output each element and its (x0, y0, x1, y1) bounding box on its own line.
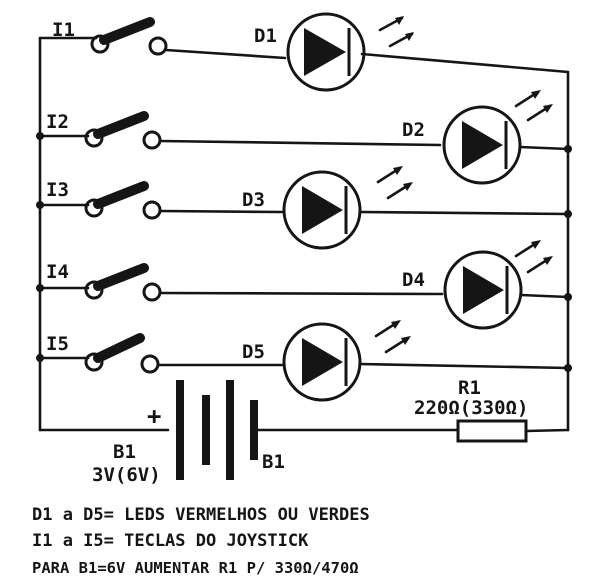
switch-contact (84, 352, 104, 372)
switch-label-i5: I5 (46, 333, 69, 355)
resistor-label: R1 (458, 377, 481, 399)
battery-label-left: B1 (113, 441, 136, 463)
switch-contact (142, 200, 162, 220)
led-body-d4 (443, 250, 523, 330)
battery-voltage-label: 3V(6V) (92, 464, 161, 486)
branch-1 (38, 12, 570, 92)
switch-contact (140, 354, 160, 374)
led-label-d5: D5 (242, 341, 265, 363)
light-arrows (514, 90, 553, 122)
note-line-2: I1 a I5= TECLAS DO JOYSTICK (32, 531, 309, 551)
led-label-d3: D3 (242, 189, 265, 211)
switch-lever (99, 17, 155, 45)
junction-dot (36, 201, 44, 209)
switch-contact (148, 36, 168, 56)
wire (358, 362, 570, 370)
wire (519, 293, 570, 299)
led-body-d1 (286, 12, 366, 92)
switch-label-i3: I3 (46, 179, 69, 201)
wire (158, 209, 284, 214)
switch-lever (93, 181, 149, 209)
note-line-1: D1 a D5= LEDS VERMELHOS OU VERDES (32, 505, 370, 525)
junction-dot (36, 132, 44, 140)
led-label-d2: D2 (402, 119, 425, 141)
junction-dot (564, 210, 572, 218)
branch-5 (38, 320, 570, 402)
diode-triangle (302, 338, 343, 386)
junction-dot (564, 145, 572, 153)
battery-label-right: B1 (262, 451, 285, 473)
bottom-wire-right (524, 428, 570, 433)
wire (518, 145, 570, 151)
junction-dot (36, 284, 44, 292)
led-label-d4: D4 (402, 269, 425, 291)
battery-plus-sign: + (147, 402, 161, 430)
junction-dot (564, 364, 572, 372)
wire (158, 139, 442, 147)
resistor-value: 220Ω(330Ω) (414, 397, 528, 419)
branch-2 (38, 90, 570, 185)
wire (158, 291, 444, 296)
diode-triangle (302, 186, 343, 234)
switch-lever (93, 263, 149, 291)
switch-lever (93, 333, 145, 363)
junction-dot (564, 293, 572, 301)
switch-contact (84, 198, 104, 218)
switch-label-i4: I4 (46, 261, 69, 283)
switch-contact (142, 130, 162, 150)
led-body-d2 (442, 105, 522, 185)
wire (358, 210, 570, 216)
branch-4 (38, 240, 570, 330)
switch-contact (84, 128, 104, 148)
wire (164, 48, 287, 60)
switch-contact (142, 282, 162, 302)
battery-b1 (176, 380, 258, 480)
led-label-d1: D1 (254, 25, 277, 47)
wire (360, 52, 570, 74)
diode-triangle (462, 121, 503, 169)
switch-label-i1: I1 (52, 19, 75, 41)
branch-3 (38, 166, 570, 250)
diode-triangle (304, 28, 346, 76)
light-arrows (374, 320, 411, 354)
switch-label-i2: I2 (46, 111, 69, 133)
light-arrows (378, 16, 414, 48)
light-arrows (376, 166, 413, 200)
diode-triangle (463, 266, 504, 314)
switch-lever (93, 111, 149, 139)
led-body-d3 (282, 170, 362, 250)
switch-contact (90, 34, 110, 54)
light-arrows (514, 240, 553, 274)
resistor-r1 (456, 419, 528, 443)
note-line-3: PARA B1=6V AUMENTAR R1 P/ 330Ω/470Ω (32, 559, 359, 577)
junction-dot (36, 354, 44, 362)
led-body-d5 (282, 322, 362, 402)
switch-contact (84, 280, 104, 300)
